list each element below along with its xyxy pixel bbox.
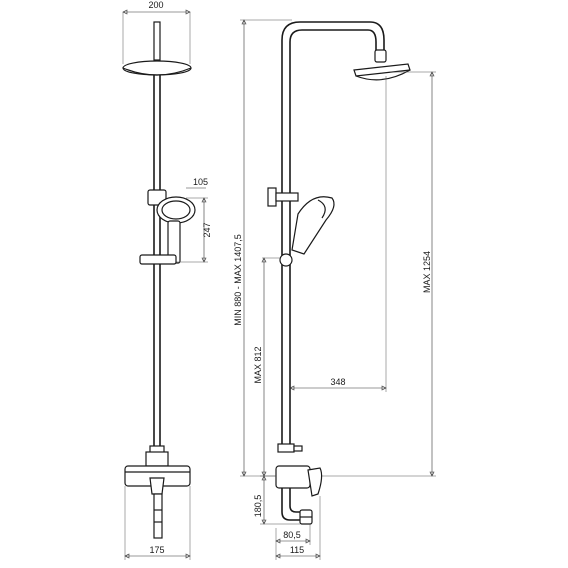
hand-shower [156,196,196,264]
diverter [145,445,169,467]
side-holder [267,187,299,207]
dim-head-projection-label: 348 [330,377,345,387]
dim-head-height-label: MAX 1254 [422,251,432,293]
side-riser [281,21,385,450]
dim-holder-height-label: 247 [202,222,212,237]
side-hand-shower [291,196,335,255]
dim-handshower-label: 105 [193,177,208,187]
bath-mixer-front [124,465,191,539]
head-connector [153,21,161,61]
dim-head-width-label: 200 [148,0,163,10]
dim-max-812-label: MAX 812 [253,346,263,383]
dim-wall-offset-label: 115 [290,545,304,555]
dim-head-width: 200 [122,0,191,64]
side-diverter [277,443,303,453]
side-bath-mixer [275,465,323,525]
dim-spout-height-label: 180,5 [253,495,263,518]
slider-bracket [139,254,177,265]
side-slider [279,253,293,267]
head-swivel [374,49,387,63]
front-view: 200 105 [122,0,212,560]
dim-wall-offset: 115 [275,496,321,560]
dim-spout-height: 180,5 [253,475,300,525]
dim-height-range-label: MIN 880 - MAX 1407,5 [233,234,243,326]
dim-mixer-width: 175 [124,486,191,560]
dim-mixer-width-label: 175 [149,545,164,555]
side-view: MIN 880 - MAX 1407,5 MAX 1254 348 [233,19,436,560]
side-rain-head [353,63,411,81]
rain-shower-head [122,60,192,76]
dim-holder-height: 247 [176,197,212,263]
dim-max-812: MAX 812 [253,257,280,477]
dim-spout-offset-label: 80,5 [283,530,301,540]
dim-head-projection: 348 [289,76,387,392]
dim-handshower: 105 [186,177,208,189]
dim-head-height: MAX 1254 [300,71,436,477]
dim-spout-offset: 80,5 [275,524,311,545]
